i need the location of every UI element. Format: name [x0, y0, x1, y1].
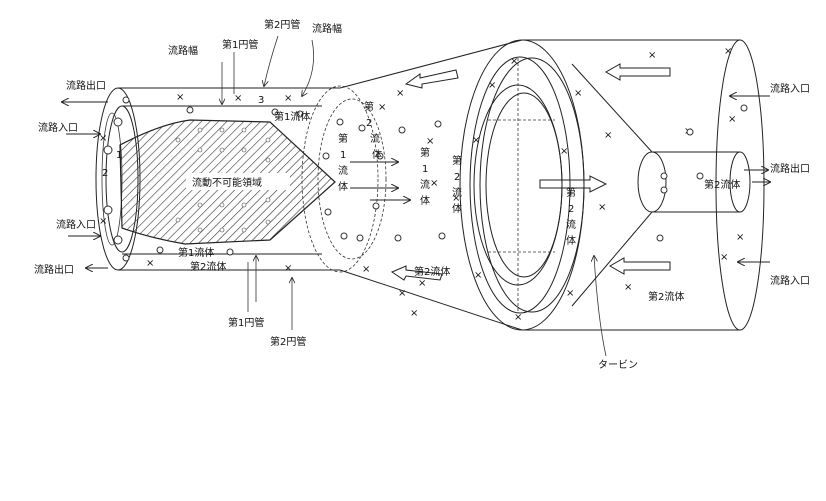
svg-text:×: ×: [736, 232, 744, 243]
vchar: 第: [420, 146, 430, 159]
vchar: 第: [452, 154, 462, 167]
vchar: 流: [338, 164, 348, 177]
svg-text:×: ×: [234, 93, 242, 104]
label-pipe2-top: 第2円管: [264, 18, 300, 31]
label-pipe1-bottom: 第1円管: [228, 316, 264, 329]
vlabel-fluid1-disc: 第 1 流 体: [338, 132, 348, 193]
label-channel-width-b: 流路幅: [312, 22, 342, 35]
label-outlet-left-bottom: 流路出口: [34, 263, 74, 276]
vchar: 体: [566, 235, 576, 247]
label-fluid1-top: 第1流体: [274, 110, 310, 123]
svg-text:×: ×: [510, 56, 518, 67]
svg-text:×: ×: [284, 93, 292, 104]
svg-text:×: ×: [410, 308, 418, 319]
label-fluid1-bottom: 第1流体: [178, 246, 214, 259]
label-fluid2-right: 第2流体: [704, 178, 740, 191]
label-num-1: 1: [116, 150, 122, 161]
label-pipe2-bottom: 第2円管: [270, 335, 306, 348]
labels: 流路出口 流路入口 流路入口 流路出口 流路幅 流路幅 第1円管 第2円管 第1…: [34, 18, 810, 371]
vlabel-fluid1-center: 第 1 流 体: [420, 146, 430, 207]
svg-text:×: ×: [284, 263, 292, 274]
vchar: 1: [422, 164, 428, 175]
vchar: 流: [420, 178, 430, 191]
svg-text:×: ×: [426, 136, 434, 147]
vchar: 流: [370, 132, 380, 145]
turbine-outer-ring: [459, 39, 585, 331]
vchar: 第: [338, 132, 348, 145]
label-fluid2-bottom: 第2流体: [190, 260, 226, 273]
vlabel-fluid2-left-ring: 第 2 流 体: [364, 100, 382, 161]
svg-text:×: ×: [430, 178, 438, 189]
svg-text:×: ×: [724, 46, 732, 57]
label-turbine: タービン: [598, 359, 638, 371]
label-no-flow-region: 流動不可能領域: [192, 176, 262, 189]
label-outlet-right: 流路出口: [770, 162, 810, 175]
vlabel-fluid2-diag: 第 2 流 体: [566, 186, 576, 247]
svg-text:×: ×: [560, 146, 568, 157]
label-inlet-left-bottom: 流路入口: [56, 218, 96, 231]
vchar: 体: [338, 181, 348, 193]
vchar: 2: [568, 204, 574, 215]
svg-text:×: ×: [474, 270, 482, 281]
vchar: 第: [364, 100, 374, 113]
vchar: 流: [452, 186, 462, 199]
middle-discs: [301, 85, 410, 273]
svg-text:×: ×: [99, 216, 107, 227]
label-num-3: 3: [258, 95, 264, 106]
label-inlet-right-top: 流路入口: [770, 82, 810, 95]
svg-text:×: ×: [566, 288, 574, 299]
label-num-2: 2: [102, 168, 108, 179]
vchar: 1: [340, 150, 346, 161]
svg-text:×: ×: [362, 264, 370, 275]
svg-text:×: ×: [514, 312, 522, 323]
vchar: 流: [566, 218, 576, 231]
svg-text:×: ×: [720, 252, 728, 263]
label-inlet-right-bottom: 流路入口: [770, 274, 810, 287]
svg-text:×: ×: [728, 114, 736, 125]
svg-text:×: ×: [418, 278, 426, 289]
label-fluid2-bottom-right: 第2流体: [648, 290, 684, 303]
svg-text:×: ×: [488, 80, 496, 91]
vchar: 2: [454, 172, 460, 183]
svg-text:×: ×: [574, 88, 582, 99]
left-pipe-assembly: × × × × × × ×: [62, 35, 340, 330]
vlabel-fluid2-right-ring: 第 2 流 体: [452, 154, 462, 215]
vchar: 第: [566, 186, 576, 199]
vchar: 体: [420, 195, 430, 207]
svg-text:×: ×: [472, 135, 480, 146]
label-fluid2-mid: 第2流体: [414, 265, 450, 278]
svg-text:×: ×: [176, 92, 184, 103]
svg-text:×: ×: [648, 50, 656, 61]
label-inlet-left-top: 流路入口: [38, 121, 78, 134]
svg-text:×: ×: [398, 288, 406, 299]
svg-text:×: ×: [396, 88, 404, 99]
svg-text:×: ×: [598, 202, 606, 213]
svg-text:×: ×: [99, 133, 107, 144]
label-channel-width-a: 流路幅: [168, 44, 198, 57]
svg-text:×: ×: [452, 193, 460, 204]
vchar: 体: [372, 149, 382, 161]
svg-text:×: ×: [146, 258, 154, 269]
vchar: 2: [366, 118, 372, 129]
svg-text:×: ×: [378, 102, 386, 113]
svg-text:×: ×: [604, 130, 612, 141]
label-pipe1-top: 第1円管: [222, 38, 258, 51]
svg-text:×: ×: [624, 282, 632, 293]
conical-section: ××× ××× ××× ××× ××× ××× ××× ××× ××: [339, 39, 770, 357]
vchar: 体: [452, 203, 462, 215]
label-outlet-left-top: 流路出口: [66, 79, 106, 92]
